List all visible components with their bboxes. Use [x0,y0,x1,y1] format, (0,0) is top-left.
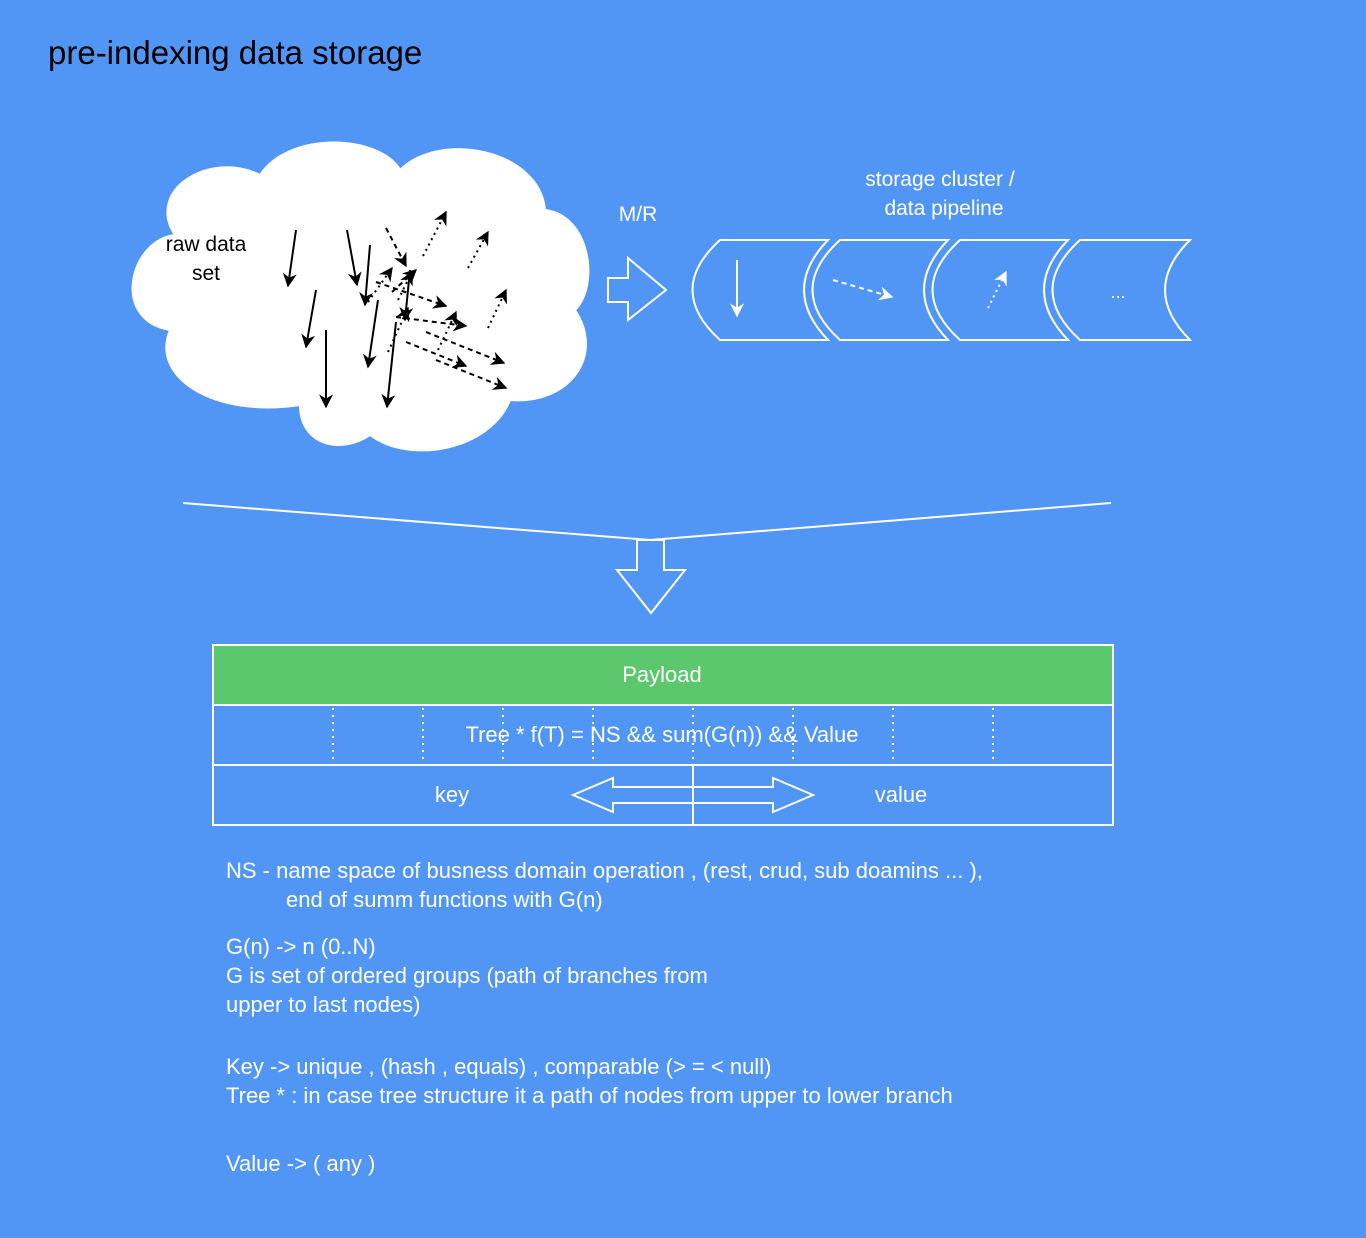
cloud-label-line1: raw data [166,233,247,256]
dotted-arrow [437,310,457,351]
ns-note-line2: end of summ functions with G(n) [286,887,603,912]
raw-data-cloud [131,141,590,452]
ns-note: NS - name space of busness domain operat… [226,856,983,914]
dashed-arrow [405,341,468,368]
g-note: G(n) -> n (0..N) G is set of ordered gro… [226,932,708,1019]
dashed-arrow [435,359,508,390]
ns-note-line1: NS - name space of busness domain operat… [226,858,983,883]
pipeline-segment [1051,239,1193,341]
double-arrow-icon [570,776,816,814]
down-arrow-icon [614,539,688,615]
cloud-label-line2: set [192,262,220,285]
pipeline-segment [811,239,951,341]
dotted-arrow [487,288,507,329]
dotted-arrow [422,210,447,257]
pipeline-segment [931,239,1071,341]
key-label: key [435,782,469,807]
mr-arrow-icon [607,255,668,323]
formula-label: Tree * f(T) = NS && sum(G(n)) && Value [465,722,858,747]
value-label: value [875,782,928,807]
solid-arrow [362,299,379,369]
pipeline-label-line1: storage cluster / [865,168,1015,191]
key-note: Key -> unique , (hash , equals) , compar… [226,1052,953,1110]
g-note-line2: G is set of ordered groups (path of bran… [226,963,708,988]
value-note-line: Value -> ( any ) [226,1151,376,1176]
page-title: pre-indexing data storage [48,34,423,71]
solid-arrow [359,244,374,307]
solid-arrow [301,289,317,349]
g-note-line1: G(n) -> n (0..N) [226,934,376,959]
pipeline-segments [691,239,1193,341]
payload-table [212,644,1114,826]
key-note-line2: Tree * : in case tree structure it a pat… [226,1083,953,1108]
dotted-arrow [387,306,410,353]
dotted-arrows [367,210,507,353]
pipeline-label-line2: data pipeline [884,197,1003,220]
solid-arrow [282,229,297,288]
pipeline-dashed-arrow [832,279,894,301]
key-note-line1: Key -> unique , (hash , equals) , compar… [226,1054,772,1079]
payload-label: Payload [622,662,702,687]
dotted-arrow [367,266,393,303]
payload-row [212,644,1114,706]
pipeline-segment [691,239,831,341]
formula-dividers [332,708,994,762]
pipeline-dotted-arrow [987,270,1007,309]
dashed-arrow [385,227,407,268]
dotted-arrow [467,230,489,269]
funnel-line [182,502,1112,542]
solid-arrow [346,229,362,287]
key-value-row [212,764,1114,826]
solid-arrows [282,229,414,409]
dashed-arrow [375,281,448,309]
pipeline-ellipsis: ... [1110,282,1125,302]
value-note: Value -> ( any ) [226,1149,375,1178]
dashed-arrow [425,331,506,365]
solid-arrow [381,321,397,409]
mr-label: M/R [619,203,658,226]
g-note-line3: upper to last nodes) [226,992,421,1017]
